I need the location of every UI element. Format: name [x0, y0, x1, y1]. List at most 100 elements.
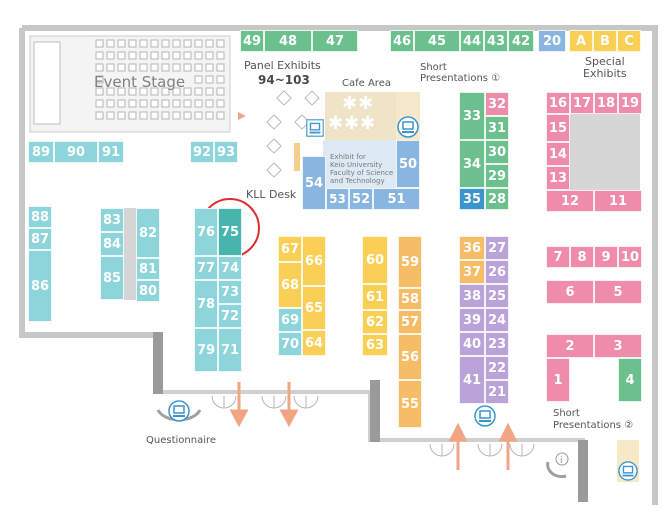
booth-31[interactable]: 31 [485, 116, 509, 140]
booth-68[interactable]: 68 [278, 262, 302, 308]
booth-6[interactable]: 6 [546, 280, 594, 304]
booth-28[interactable]: 28 [485, 188, 509, 210]
booth-75[interactable]: 75 [218, 208, 242, 256]
booth-18[interactable]: 18 [594, 92, 618, 114]
booth-62[interactable]: 62 [362, 310, 388, 334]
booth-43[interactable]: 43 [484, 30, 508, 52]
booth-69[interactable]: 69 [278, 308, 302, 332]
booth-1[interactable]: 1 [546, 358, 570, 402]
booth-71[interactable]: 71 [218, 328, 242, 372]
booth-34[interactable]: 34 [459, 140, 485, 188]
booth-79[interactable]: 79 [194, 328, 218, 372]
booth-30[interactable]: 30 [485, 140, 509, 164]
booth-32[interactable]: 32 [485, 92, 509, 116]
booth-10[interactable]: 10 [618, 246, 642, 268]
booth-81[interactable]: 81 [136, 258, 160, 280]
booth-70[interactable]: 70 [278, 332, 302, 356]
booth-73[interactable]: 73 [218, 280, 242, 304]
booth-92[interactable]: 92 [190, 141, 214, 163]
booth-52[interactable]: 52 [349, 188, 373, 210]
booth-25[interactable]: 25 [485, 284, 509, 308]
booth-41[interactable]: 41 [459, 356, 485, 404]
booth-A[interactable]: A [569, 30, 593, 52]
booth-3[interactable]: 3 [594, 334, 642, 358]
booth-36[interactable]: 36 [459, 236, 485, 260]
booth-51[interactable]: 51 [373, 188, 420, 210]
booth-37[interactable]: 37 [459, 260, 485, 284]
booth-48[interactable]: 48 [264, 30, 312, 52]
booth-83[interactable]: 83 [100, 208, 124, 232]
booth-45[interactable]: 45 [414, 30, 460, 52]
booth-80[interactable]: 80 [136, 280, 160, 302]
booth-84[interactable]: 84 [100, 232, 124, 256]
booth-60[interactable]: 60 [362, 236, 388, 284]
booth-61[interactable]: 61 [362, 284, 388, 310]
booth-46[interactable]: 46 [390, 30, 414, 52]
booth-22[interactable]: 22 [485, 356, 509, 380]
booth-89[interactable]: 89 [28, 141, 54, 163]
booth-72[interactable]: 72 [218, 304, 242, 328]
booth-78[interactable]: 78 [194, 280, 218, 328]
booth-B[interactable]: B [593, 30, 617, 52]
booth-86[interactable]: 86 [28, 250, 52, 322]
booth-74[interactable]: 74 [218, 256, 242, 280]
booth-7[interactable]: 7 [546, 246, 570, 268]
booth-13[interactable]: 13 [546, 166, 570, 190]
booth-14[interactable]: 14 [546, 142, 570, 166]
booth-59[interactable]: 59 [398, 236, 422, 288]
booth-21[interactable]: 21 [485, 380, 509, 404]
booth-20[interactable]: 20 [538, 30, 566, 52]
booth-67[interactable]: 67 [278, 236, 302, 262]
booth-55[interactable]: 55 [398, 380, 422, 428]
booth-58[interactable]: 58 [398, 288, 422, 310]
booth-56[interactable]: 56 [398, 334, 422, 380]
booth-27[interactable]: 27 [485, 236, 509, 260]
booth-40[interactable]: 40 [459, 332, 485, 356]
booth-4[interactable]: 4 [618, 358, 642, 402]
booth-93[interactable]: 93 [214, 141, 238, 163]
booth-85[interactable]: 85 [100, 256, 124, 300]
booth-91[interactable]: 91 [98, 141, 124, 163]
booth-9[interactable]: 9 [594, 246, 618, 268]
booth-76[interactable]: 76 [194, 208, 218, 256]
booth-54[interactable]: 54 [302, 156, 326, 210]
booth-87[interactable]: 87 [28, 228, 52, 250]
booth-24[interactable]: 24 [485, 308, 509, 332]
booth-50[interactable]: 50 [396, 140, 420, 188]
booth-49[interactable]: 49 [240, 30, 264, 52]
booth-64[interactable]: 64 [302, 330, 326, 356]
booth-26[interactable]: 26 [485, 260, 509, 284]
booth-66[interactable]: 66 [302, 236, 326, 286]
booth-65[interactable]: 65 [302, 286, 326, 330]
booth-5[interactable]: 5 [594, 280, 642, 304]
booth-29[interactable]: 29 [485, 164, 509, 188]
audience-chair [117, 87, 126, 96]
booth-16[interactable]: 16 [546, 92, 570, 114]
booth-11[interactable]: 11 [594, 190, 642, 212]
questionnaire-icon[interactable] [168, 400, 190, 422]
booth-82[interactable]: 82 [136, 208, 160, 258]
booth-23[interactable]: 23 [485, 332, 509, 356]
booth-53[interactable]: 53 [326, 188, 349, 210]
booth-42[interactable]: 42 [508, 30, 534, 52]
booth-38[interactable]: 38 [459, 284, 485, 308]
booth-35[interactable]: 35 [459, 188, 485, 210]
booth-33[interactable]: 33 [459, 92, 485, 140]
audience-chair [106, 51, 115, 60]
booth-63[interactable]: 63 [362, 334, 388, 356]
booth-15[interactable]: 15 [546, 114, 570, 142]
booth-2[interactable]: 2 [546, 334, 594, 358]
booth-47[interactable]: 47 [312, 30, 358, 52]
booth-77[interactable]: 77 [194, 256, 218, 280]
booth-17[interactable]: 17 [570, 92, 594, 114]
booth-8[interactable]: 8 [570, 246, 594, 268]
booth-57[interactable]: 57 [398, 310, 422, 334]
booth-44[interactable]: 44 [460, 30, 484, 52]
booth-39[interactable]: 39 [459, 308, 485, 332]
booth-88[interactable]: 88 [28, 206, 52, 228]
audience-chair [139, 39, 148, 48]
booth-19[interactable]: 19 [618, 92, 642, 114]
booth-90[interactable]: 90 [54, 141, 98, 163]
booth-C[interactable]: C [617, 30, 641, 52]
booth-12[interactable]: 12 [546, 190, 594, 212]
